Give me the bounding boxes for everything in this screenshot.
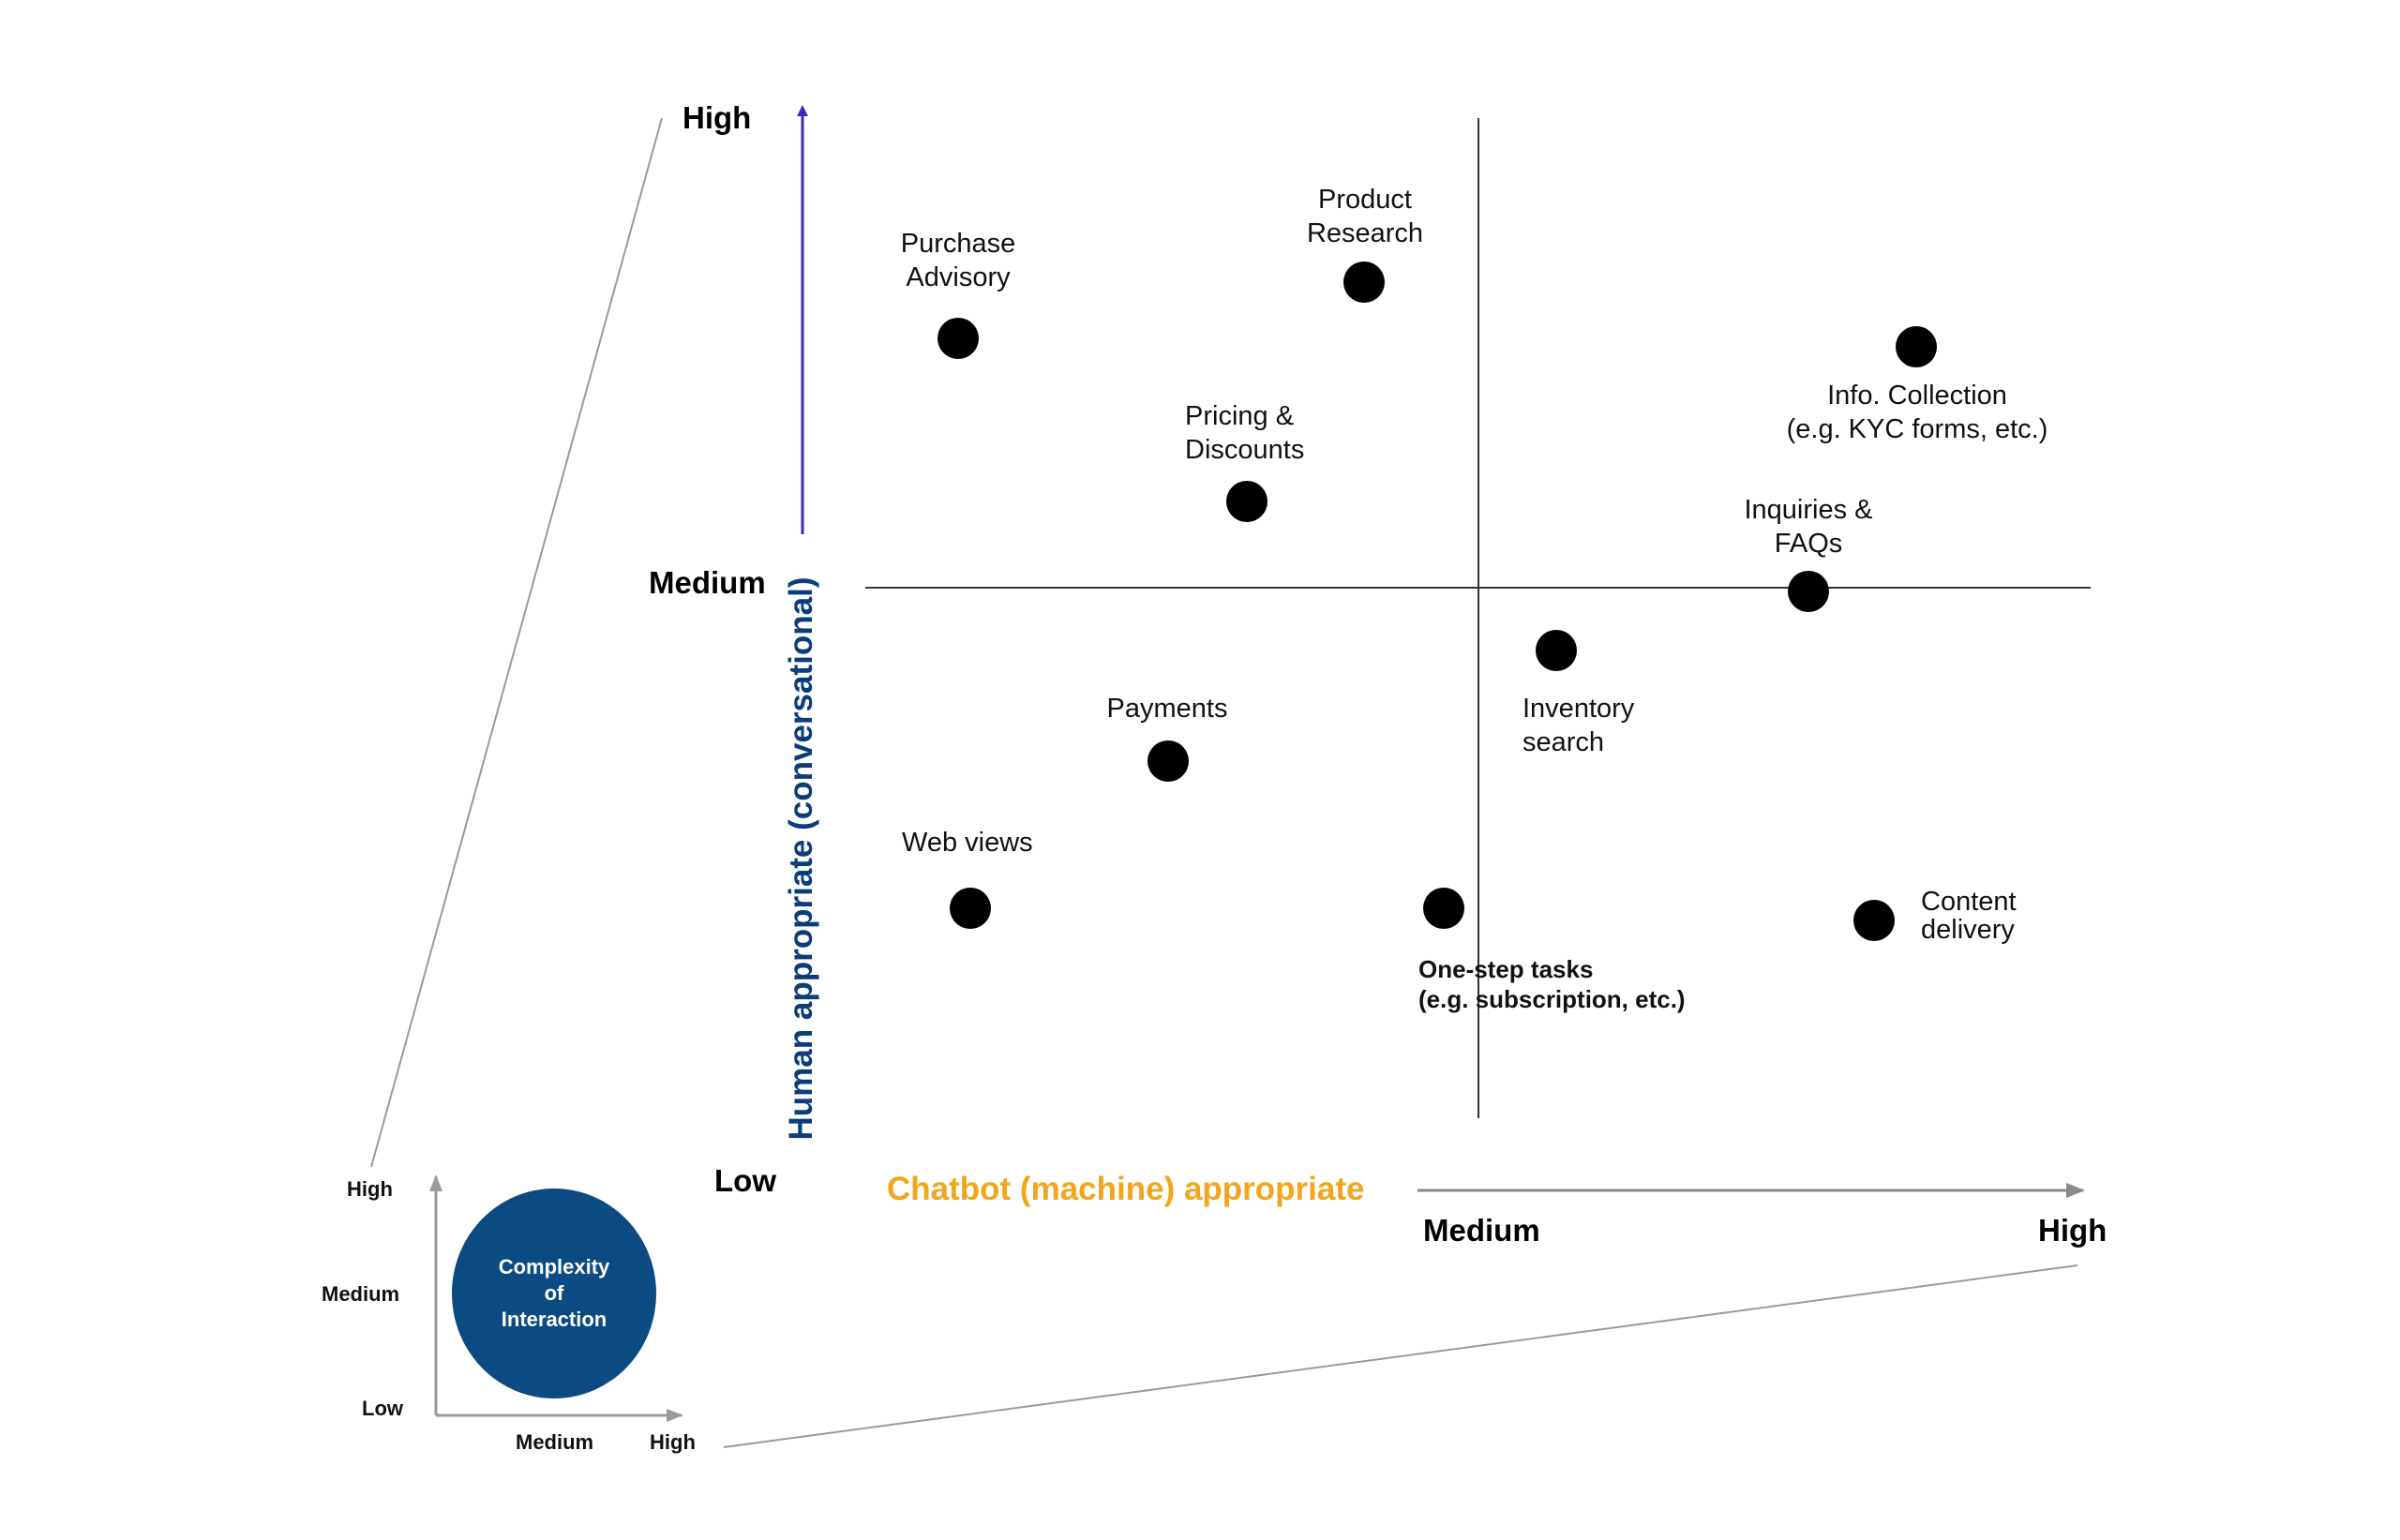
label-inquiries-faqs-line2: FAQs xyxy=(1774,529,1843,559)
legend-x-medium-label: Medium xyxy=(516,1430,594,1454)
point-web-views xyxy=(950,888,991,929)
label-info-collection: Info. Collection (e.g. KYC forms, etc.) xyxy=(1787,379,2048,446)
label-payments: Payments xyxy=(1107,692,1228,725)
legend-x-high-label: High xyxy=(650,1430,696,1454)
label-pricing-discounts-line1: Pricing & xyxy=(1185,401,1295,431)
legend-y-high-label: High xyxy=(347,1177,393,1201)
point-inventory-search xyxy=(1536,630,1577,671)
label-one-step-tasks: One-step tasks (e.g. subscription, etc.) xyxy=(1418,954,1686,1014)
label-purchase-advisory-line2: Advisory xyxy=(906,262,1011,292)
label-pricing-discounts-line2: Discounts xyxy=(1185,435,1305,465)
label-content-delivery: Content delivery xyxy=(1921,888,2017,944)
guide-line-left xyxy=(370,117,663,1168)
point-one-step-tasks xyxy=(1423,888,1464,929)
label-content-delivery-line1: Content xyxy=(1921,887,2017,917)
y-axis-medium-label: Medium xyxy=(649,565,766,600)
point-payments xyxy=(1148,740,1189,782)
bubble-line2: of xyxy=(544,1281,564,1305)
guide-line-bottom xyxy=(723,1264,2078,1448)
x-axis-high-label: High xyxy=(2038,1213,2108,1248)
label-one-step-tasks-line1: One-step tasks xyxy=(1418,955,1594,983)
label-web-views: Web views xyxy=(902,826,1033,860)
point-info-collection xyxy=(1896,326,1937,367)
label-payments-line1: Payments xyxy=(1106,694,1228,724)
legend-y-low-label: Low xyxy=(362,1397,403,1420)
point-pricing-discounts xyxy=(1226,481,1268,522)
complexity-bubble-text: Complexity of Interaction xyxy=(499,1254,610,1333)
label-info-collection-line1: Info. Collection xyxy=(1827,381,2007,411)
bubble-line1: Complexity xyxy=(498,1255,610,1278)
complexity-bubble: Complexity of Interaction xyxy=(452,1189,656,1398)
label-purchase-advisory: Purchase Advisory xyxy=(901,227,1016,294)
y-axis-title: Human appropriate (conversational) xyxy=(783,576,819,1141)
label-inventory-search-line1: Inventory xyxy=(1522,694,1635,724)
label-product-research: Product Research xyxy=(1307,183,1423,250)
point-purchase-advisory xyxy=(938,318,979,359)
label-inventory-search-line2: search xyxy=(1522,727,1605,757)
y-axis-high-label: High xyxy=(682,100,752,135)
point-product-research xyxy=(1343,262,1385,303)
label-product-research-line2: Research xyxy=(1306,218,1424,248)
bubble-line3: Interaction xyxy=(501,1308,608,1331)
label-content-delivery-line2: delivery xyxy=(1921,915,2015,945)
label-purchase-advisory-line1: Purchase xyxy=(900,229,1016,259)
label-inquiries-faqs: Inquiries & FAQs xyxy=(1744,493,1872,561)
label-product-research-line1: Product xyxy=(1318,185,1412,215)
label-pricing-discounts: Pricing & Discounts xyxy=(1185,399,1304,467)
label-info-collection-line2: (e.g. KYC forms, etc.) xyxy=(1786,414,2048,444)
point-content-delivery xyxy=(1853,900,1895,941)
label-web-views-line1: Web views xyxy=(902,828,1033,858)
label-inquiries-faqs-line1: Inquiries & xyxy=(1744,495,1873,525)
point-inquiries-faqs xyxy=(1788,571,1829,612)
x-axis-title: Chatbot (machine) appropriate xyxy=(887,1171,1365,1207)
legend-y-medium-label: Medium xyxy=(322,1282,400,1306)
label-inventory-search: Inventory search xyxy=(1522,692,1634,759)
y-axis-low-label: Low xyxy=(714,1163,776,1198)
x-axis-medium-label: Medium xyxy=(1423,1213,1540,1248)
label-one-step-tasks-line2: (e.g. subscription, etc.) xyxy=(1418,985,1686,1013)
